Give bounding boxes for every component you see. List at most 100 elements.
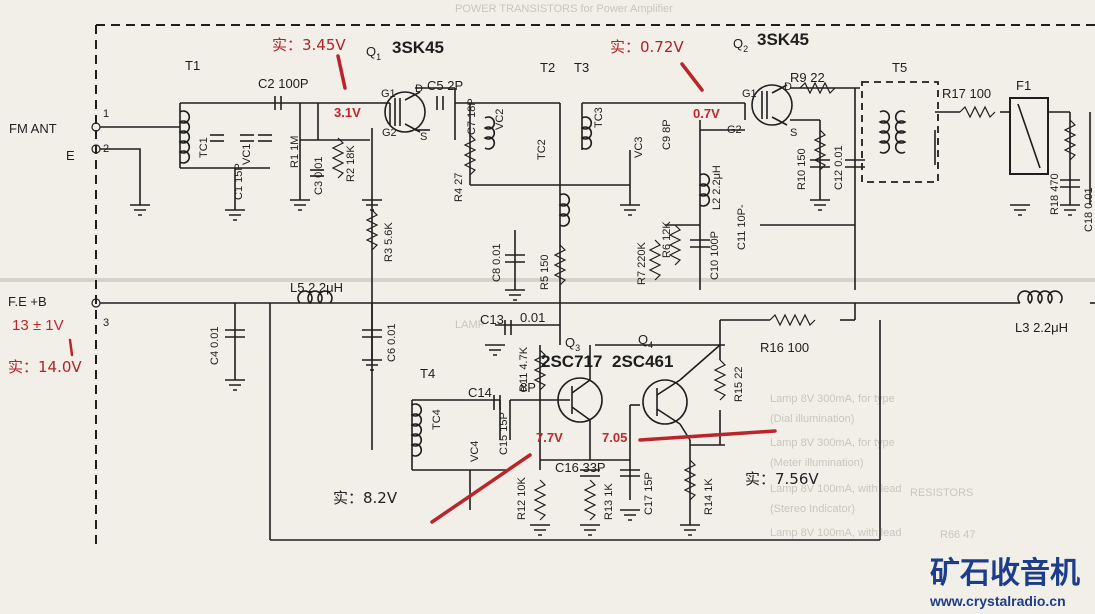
svg-text:Q3: Q3 xyxy=(565,335,580,353)
label-c14: C14 xyxy=(468,385,492,400)
transistor-q3 xyxy=(557,377,603,423)
label-c4: C4 0.01 xyxy=(209,326,221,365)
label-c1: C1 15P xyxy=(233,163,245,200)
bg-row-3: Lamp 8V 300mA, for type xyxy=(770,437,895,449)
bg-row-5: Lamp 8V 100mA, with lead xyxy=(770,483,901,495)
label-c7: C7 18P xyxy=(466,98,478,135)
bg-heading-resistors: RESISTORS xyxy=(910,487,973,499)
label-vc1: VC1 xyxy=(241,144,253,165)
label-c10: C10 100P xyxy=(709,231,721,280)
bg-row-2: (Dial illumination) xyxy=(770,413,854,425)
label-l2: L2 2.2μH xyxy=(711,165,723,210)
q4-ref: Q xyxy=(638,332,648,347)
q4-part: 2SC461 xyxy=(612,352,673,371)
label-c5: C5 2P xyxy=(427,78,463,93)
label-r2: R2 18K xyxy=(345,145,357,182)
q1-sub: 1 xyxy=(376,52,381,62)
label-l3: L3 2.2μH xyxy=(1015,320,1068,335)
pin-1: 1 xyxy=(103,108,109,120)
bg-row-4: (Meter illumination) xyxy=(770,457,864,469)
label-l5: L5 2.2μH xyxy=(290,280,343,295)
label-vc2: VC2 xyxy=(494,109,506,130)
q2-part: 3SK45 xyxy=(757,30,809,49)
passive-symbols xyxy=(210,81,1080,521)
input-ports: FM ANT E F.E +B 1 2 3 13 ± 1V xyxy=(8,108,109,334)
label-c15: C15 15P xyxy=(498,412,510,455)
feb-label: F.E +B xyxy=(8,294,47,309)
background-text: POWER TRANSISTORS for Power Amplifier RE… xyxy=(0,3,1095,541)
label-tc1: TC1 xyxy=(198,137,210,158)
q1-ref: Q xyxy=(366,44,376,59)
measure-q1: 实：3.45V xyxy=(272,36,346,54)
watermark-url: www.crystalradio.cn xyxy=(929,593,1066,609)
bg-heading-lamp: LAMP xyxy=(455,319,485,331)
q1-d: D xyxy=(415,83,423,95)
label-r18: R18 470 xyxy=(1049,173,1061,215)
supply-nominal: 13 ± 1V xyxy=(12,317,64,334)
label-vc4: VC4 xyxy=(469,441,481,462)
label-c8: C8 0.01 xyxy=(491,243,503,282)
label-r7: R7 220K xyxy=(636,242,648,285)
bg-row-1: Lamp 8V 300mA, for type xyxy=(770,393,895,405)
e-label: E xyxy=(66,148,75,163)
bg-r66: R66 47 xyxy=(940,529,975,541)
q2-g1: G1 xyxy=(742,88,757,100)
label-c12: C12 0.01 xyxy=(833,145,845,190)
label-r11: R11 4.7K xyxy=(518,346,530,392)
q4-sub: 4 xyxy=(648,340,653,350)
transistor-labels: Q1 3SK45 G1 G2 D S Q2 3SK45 G1 G2 D S Q3… xyxy=(366,30,809,371)
printed-voltages: 3.1V 0.7V 7.7V 7.05 xyxy=(334,105,720,445)
measurement-annotations: 实：3.45V 实：0.72V 实：14.0V 实：8.2V 实：7.56V xyxy=(8,36,819,524)
watermark: 矿石收音机 www.crystalradio.cn xyxy=(929,556,1080,609)
q2-sub: 2 xyxy=(743,44,748,54)
label-r9: R9 22 xyxy=(790,70,825,85)
label-8p: 8P xyxy=(520,380,536,395)
label-r3: R3 5.6K xyxy=(383,222,395,262)
v-q4-b: 7.05 xyxy=(602,430,627,445)
label-tc4: TC4 xyxy=(431,409,443,430)
label-r14: R14 1K xyxy=(703,478,715,515)
label-r13: R13 1K xyxy=(603,483,615,520)
measure-q3: 实：8.2V xyxy=(333,489,398,507)
q3-sub: 3 xyxy=(575,343,580,353)
label-c11: C11 10P- xyxy=(736,204,748,250)
watermark-name: 矿石收音机 xyxy=(930,556,1080,591)
q1-g2: G2 xyxy=(382,127,397,139)
label-r5: R5 150 xyxy=(539,255,551,290)
q3-part: 2SC717 xyxy=(541,352,602,371)
label-r1: R1 1M xyxy=(289,136,301,168)
label-r6: R6 12K xyxy=(661,221,673,258)
v-q1-g1: 3.1V xyxy=(334,105,361,120)
label-t3: T3 xyxy=(574,60,589,75)
label-c3: C3 0.01 xyxy=(313,156,325,195)
label-f1: F1 xyxy=(1016,78,1031,93)
label-t4: T4 xyxy=(420,366,435,381)
fm-ant-label: FM ANT xyxy=(9,121,57,136)
label-vc3: VC3 xyxy=(633,137,645,158)
coils xyxy=(178,81,1063,457)
label-r16: R16 100 xyxy=(760,340,809,355)
q3-ref: Q xyxy=(565,335,575,350)
q1-s: S xyxy=(420,131,427,143)
label-c13: C13 xyxy=(480,312,504,327)
label-c13-value: 0.01 xyxy=(520,310,545,325)
q1-part: 3SK45 xyxy=(392,38,444,57)
q2-s: S xyxy=(790,127,797,139)
v-q2-g1: 0.7V xyxy=(693,106,720,121)
label-r15: R15 22 xyxy=(733,367,745,402)
svg-text:Q2: Q2 xyxy=(733,36,748,54)
ground-symbols xyxy=(130,199,1080,536)
label-c16: C16 33P xyxy=(555,460,606,475)
transistor-q2 xyxy=(751,84,793,126)
bg-row-6: (Stereo Indicator) xyxy=(770,503,855,515)
q2-ref: Q xyxy=(733,36,743,51)
q2-g2: G2 xyxy=(727,124,742,136)
frontend-dashed-frame xyxy=(95,24,1095,550)
svg-text:Q1: Q1 xyxy=(366,44,381,62)
label-c6: C6 0.01 xyxy=(386,323,398,362)
measure-supply: 实：14.0V xyxy=(8,358,82,376)
label-r4: R4 27 xyxy=(453,173,465,202)
label-t2: T2 xyxy=(540,60,555,75)
